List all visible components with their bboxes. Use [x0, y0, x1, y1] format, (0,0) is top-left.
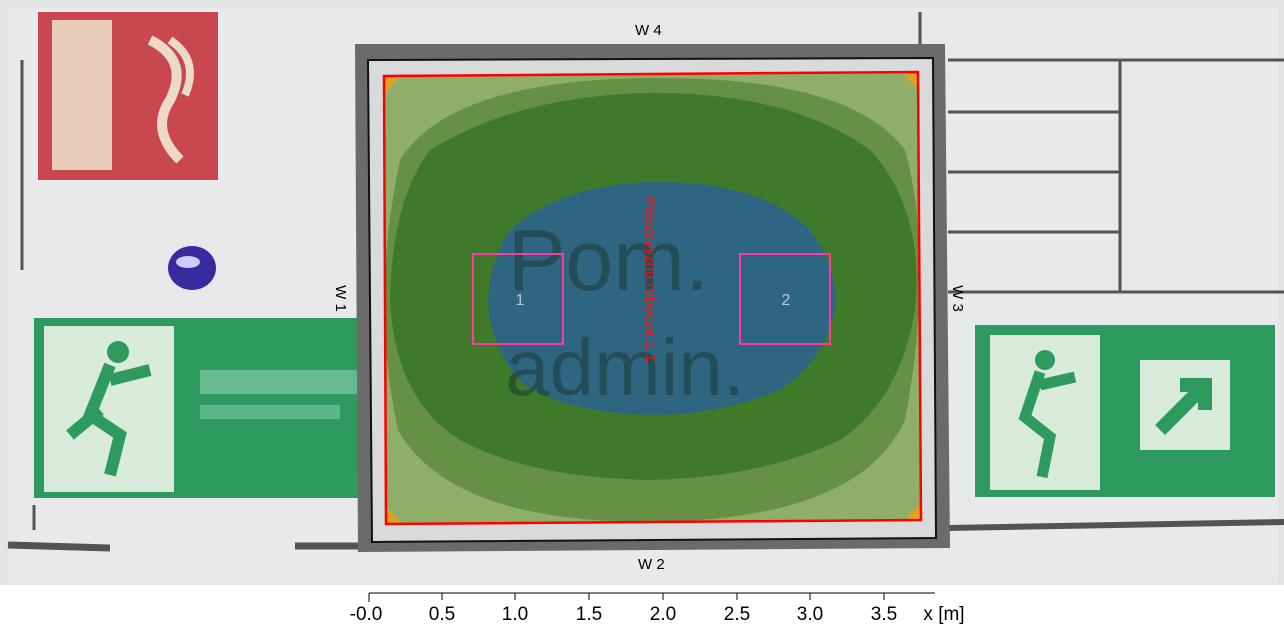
- emergency-exit-sign-right-icon: [975, 325, 1275, 497]
- scale-unit-label: x [m]: [923, 604, 965, 625]
- wall-label-bottom: W 2: [638, 556, 665, 573]
- measurement-point-1[interactable]: 1: [472, 253, 564, 345]
- scale-bar: [368, 592, 935, 602]
- wall-label-right: W 3: [948, 285, 966, 312]
- corner-zone: [386, 506, 402, 524]
- corner-zone: [384, 76, 400, 94]
- background-sign-line1: Pom.: [508, 213, 709, 309]
- scale-tick-label: -0.0: [349, 604, 383, 625]
- work-plane-outline: [382, 70, 923, 526]
- wall-label-top: W 4: [635, 22, 662, 39]
- corner-zone: [902, 72, 918, 90]
- corner-zone: [905, 502, 921, 520]
- scale-tick-label: 1.0: [501, 604, 529, 625]
- scale-tick-label: 2.0: [649, 604, 677, 625]
- work-plane-label: Płaszczyzna robocza 1.1: [642, 196, 659, 362]
- fire-alarm-button-icon: [38, 12, 218, 180]
- scale-tick-label: 2.5: [723, 604, 751, 625]
- illuminance-zone-inner: [488, 181, 836, 415]
- measurement-point-label: 2: [782, 292, 791, 309]
- emergency-exit-sign-left-icon: [34, 318, 379, 498]
- measurement-point-label: 1: [516, 292, 525, 309]
- scale-tick-label: 1.5: [575, 604, 603, 625]
- background-wall-lines: [7, 12, 1284, 552]
- measurement-point-2[interactable]: 2: [739, 253, 831, 345]
- scale-tick-label: 0.5: [428, 604, 456, 625]
- fire-extinguisher-icon: [168, 246, 216, 290]
- wall-label-left: W 1: [331, 285, 349, 312]
- scale-tick-label: 3.5: [870, 604, 898, 625]
- scale-tick-label: 3.0: [796, 604, 824, 625]
- background-sign-line2: admin.: [505, 323, 745, 412]
